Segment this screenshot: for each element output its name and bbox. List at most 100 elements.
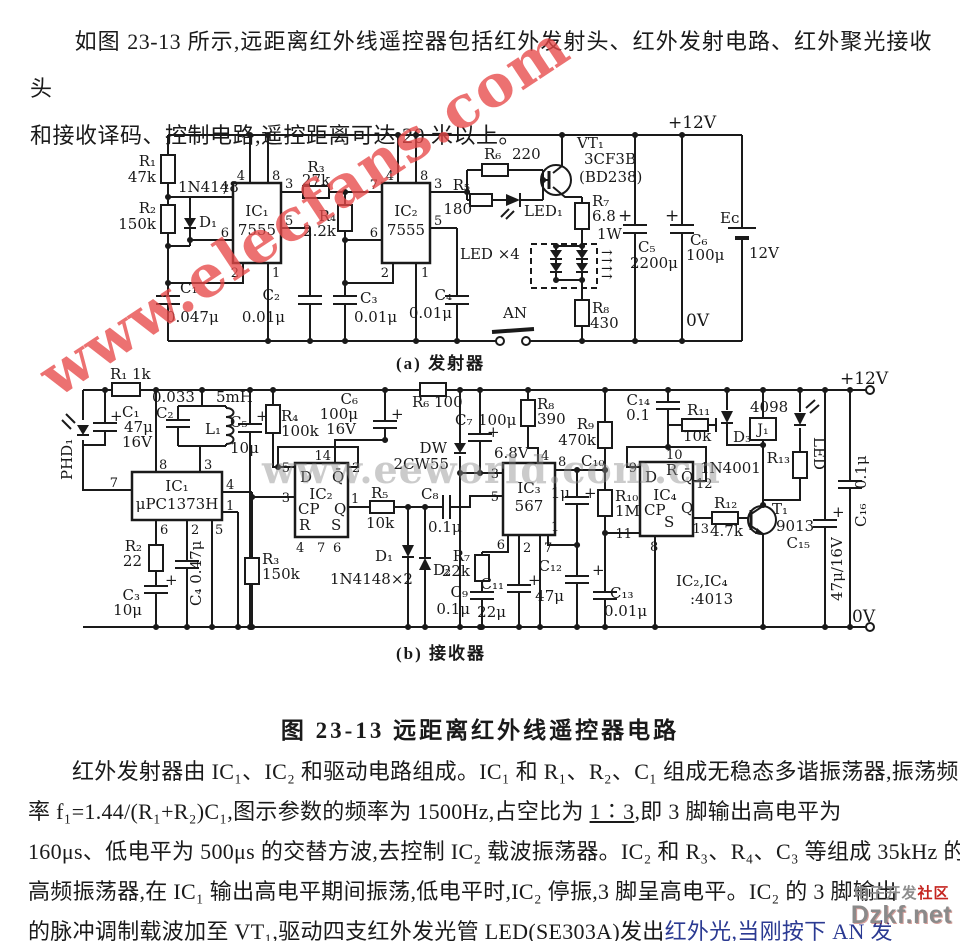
schematic-label: 6 [370, 226, 378, 241]
schematic-label: 8 [420, 169, 428, 184]
schematic-label: 12 [696, 477, 713, 492]
transmitter-wires [156, 134, 756, 342]
schematic-label: 0V [852, 607, 876, 627]
schematic-label: 5 [491, 490, 499, 505]
diode-bars-rx [77, 422, 806, 559]
schematic-label: S [664, 513, 674, 531]
underlined-ratio: 1∶3 [589, 799, 635, 824]
schematic-label: 47μ/16V [828, 536, 846, 601]
schematic-label: 100k [281, 422, 320, 440]
schematic-label: 9013 [776, 517, 814, 535]
resistor-r4 [337, 204, 353, 232]
schematic-label: C₃ [123, 586, 141, 604]
schematic-label: 5 [434, 214, 442, 229]
resistor-r13-rx [792, 451, 808, 479]
schematic-label: C₁₃ [610, 584, 634, 602]
highlighted-link-text[interactable]: 红外光,当刚按下 AN 发 [664, 919, 893, 941]
schematic-label: R₁₂ [714, 494, 737, 512]
switch-an-contact-left[interactable] [495, 336, 505, 346]
schematic-label: 2 [231, 266, 239, 281]
schematic-label: 220 [512, 145, 541, 163]
body-line-4: 高频振荡器,在 IC₁ 输出高电平期间振荡,低电平时,IC₂ 停振,3 脚呈高电… [28, 879, 898, 904]
schematic-label: 7 [544, 541, 552, 556]
resistor-r2-rx [148, 544, 164, 572]
schematic-label: C₁ [180, 279, 198, 297]
schematic-label: IC₁ [165, 477, 188, 495]
schematic-label: R₇ [453, 547, 470, 565]
body-line-1: 红外发射器由 IC₁、IC₂ 和驱动电路组成。IC₁ 和 R₁、R₂、C₁ 组成… [72, 759, 959, 784]
schematic-label: 7 [370, 178, 378, 193]
schematic-label: 0.01μ [242, 308, 285, 326]
schematic-label: 6.8 [592, 207, 616, 225]
schematic-label: 13 [692, 522, 709, 537]
diode-bars-tx [184, 193, 588, 273]
schematic-label: 10 [666, 448, 683, 463]
schematic-label: 0.033 [152, 388, 195, 406]
schematic-label: 10μ [230, 439, 259, 457]
schematic-label: 7 [221, 183, 229, 198]
schematic-label: R₁₃ [767, 449, 790, 467]
schematic-label: R [299, 516, 311, 534]
schematic-label: 2 [381, 266, 389, 281]
schematic-label: 0.01μ [604, 602, 647, 620]
schematic-label: 150k [118, 215, 157, 233]
schematic-label: 12V [749, 244, 780, 262]
schematic-label: + [592, 561, 605, 579]
schematic-label: 430 [590, 314, 619, 332]
schematic-label: D [645, 468, 657, 486]
schematic-label: → [601, 245, 613, 261]
schematic-label: 16V [326, 420, 357, 438]
schematic-label: 2.2k [303, 222, 337, 240]
schematic-label: 9 [629, 461, 637, 476]
schematic-label: 0V [686, 311, 710, 331]
schematic-label: 10k [366, 514, 395, 532]
schematic-label: IC₂ [309, 485, 332, 503]
schematic-label: R₈ [537, 395, 554, 413]
schematic-label: C₉ [451, 583, 469, 601]
schematic-label: C₆ [690, 231, 708, 249]
schematic-label: → [601, 253, 613, 269]
schematic-label: 4098 [750, 398, 788, 416]
schematic-label: 5 [215, 523, 223, 538]
resistor-r2 [160, 204, 176, 234]
schematic-label: LED₁ [524, 202, 563, 220]
schematic-label: C₁₅ [786, 534, 810, 552]
schematic-label: 470k [558, 431, 597, 449]
switch-an-lever[interactable] [491, 327, 535, 334]
switch-an-contact-right[interactable] [521, 336, 531, 346]
ic2-4013-box [293, 461, 350, 539]
schematic-label: 4 [296, 541, 304, 556]
schematic-label: IC₁ [245, 202, 268, 220]
resistor-r7 [574, 202, 590, 230]
schematic-label: 27k [302, 171, 331, 189]
schematic-label: 0.1μ [436, 600, 470, 618]
schematic-label: 6 [221, 226, 229, 241]
schematic-label: 47k [128, 168, 157, 186]
resistor-r7-rx [474, 554, 490, 582]
schematic-label: R₁ [139, 152, 156, 170]
schematic-label: 1N4001 [700, 459, 761, 477]
schematic-label: 3CF3B [584, 150, 636, 168]
schematic-label: R₆ [484, 145, 501, 163]
schematic-label: 1μ [551, 484, 571, 502]
schematic-label: S [331, 516, 341, 534]
schematic-label: 0.01μ [409, 304, 452, 322]
schematic-label: 6 [333, 541, 341, 556]
schematic-label: L₁ [205, 420, 221, 438]
schematic-label: Eᴄ [720, 209, 739, 227]
schematic-label: PHD₁ [58, 439, 76, 480]
schematic-label: C₁₆ [852, 503, 870, 527]
schematic-label: VT₁ [576, 134, 604, 152]
schematic-label: 8 [159, 458, 167, 473]
figure-label-a: (a) 发射器 [396, 354, 486, 373]
schematic-label: 1 [226, 499, 234, 514]
schematic-label: C₂ [263, 286, 281, 304]
schematic-label: 1 [551, 520, 559, 535]
schematic-label: Q [681, 499, 693, 517]
site-logo-cn-red: 社区 [917, 885, 950, 902]
ic3-567-box [501, 461, 557, 537]
schematic-label: J₁ [755, 422, 768, 438]
schematic-label: 4 [237, 169, 245, 184]
